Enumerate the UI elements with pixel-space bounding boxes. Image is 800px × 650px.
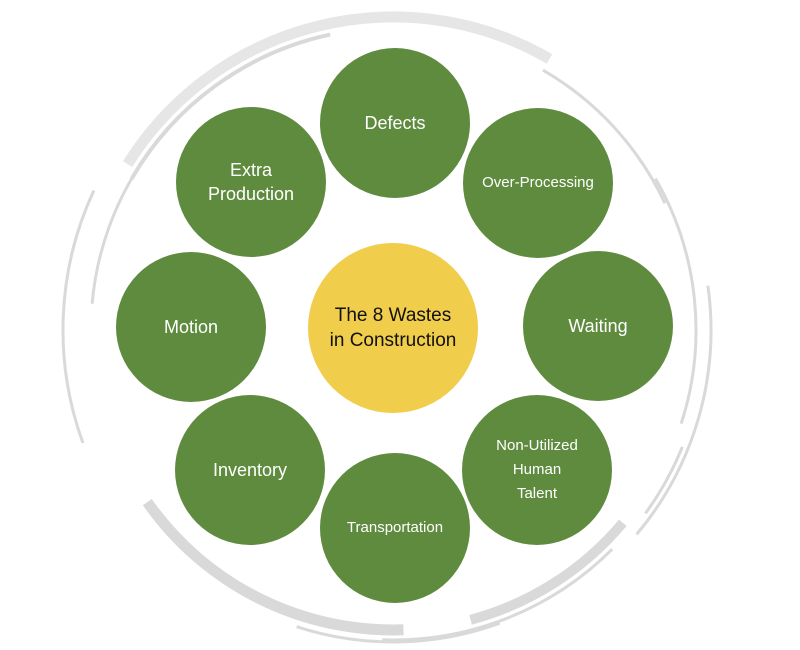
center-hub-title: The 8 Wastes in Construction: [329, 305, 457, 351]
waste-node-waiting: Waiting: [523, 251, 673, 401]
waste-node-defects: Defects: [320, 48, 470, 198]
ring-arc-left-outer: [61, 189, 96, 444]
waste-label: Extra Production: [207, 160, 295, 204]
waste-node-non-utilized-human-talent: Non-Utilized Human Talent: [462, 395, 612, 545]
waste-label: Inventory: [212, 460, 288, 480]
ring-arc-right-lower: [644, 446, 684, 515]
center-hub: The 8 Wastes in Construction: [308, 243, 478, 413]
ring-arc-top-right: [542, 68, 667, 204]
waste-node-inventory: Inventory: [175, 395, 325, 545]
waste-label: Defects: [364, 113, 426, 133]
ring-arc-bottom-right-thin: [382, 548, 614, 642]
waste-label: Motion: [163, 317, 219, 337]
ring-arc-bottom-right-band: [469, 519, 627, 625]
waste-node-over-processing: Over-Processing: [463, 108, 613, 258]
waste-node-extra-production: Extra Production: [176, 107, 326, 257]
ring-arc-right-outer: [635, 285, 713, 536]
ring-arc-left-inner: [90, 155, 147, 304]
waste-node-motion: Motion: [116, 252, 266, 402]
waste-node-transportation: Transportation: [320, 453, 470, 603]
ring-arc-bottom-band: [142, 498, 404, 636]
waste-label: Waiting: [568, 316, 628, 336]
ring-arc-top-inner: [129, 32, 331, 181]
ring-arc-bottom-thin: [296, 621, 501, 644]
waste-label: Transportation: [346, 519, 444, 536]
ring-arc-right-inner: [654, 177, 698, 425]
ring-arc-top-band: [122, 11, 553, 168]
waste-label: Non-Utilized Human Talent: [496, 437, 578, 502]
waste-label: Over-Processing: [482, 174, 594, 191]
